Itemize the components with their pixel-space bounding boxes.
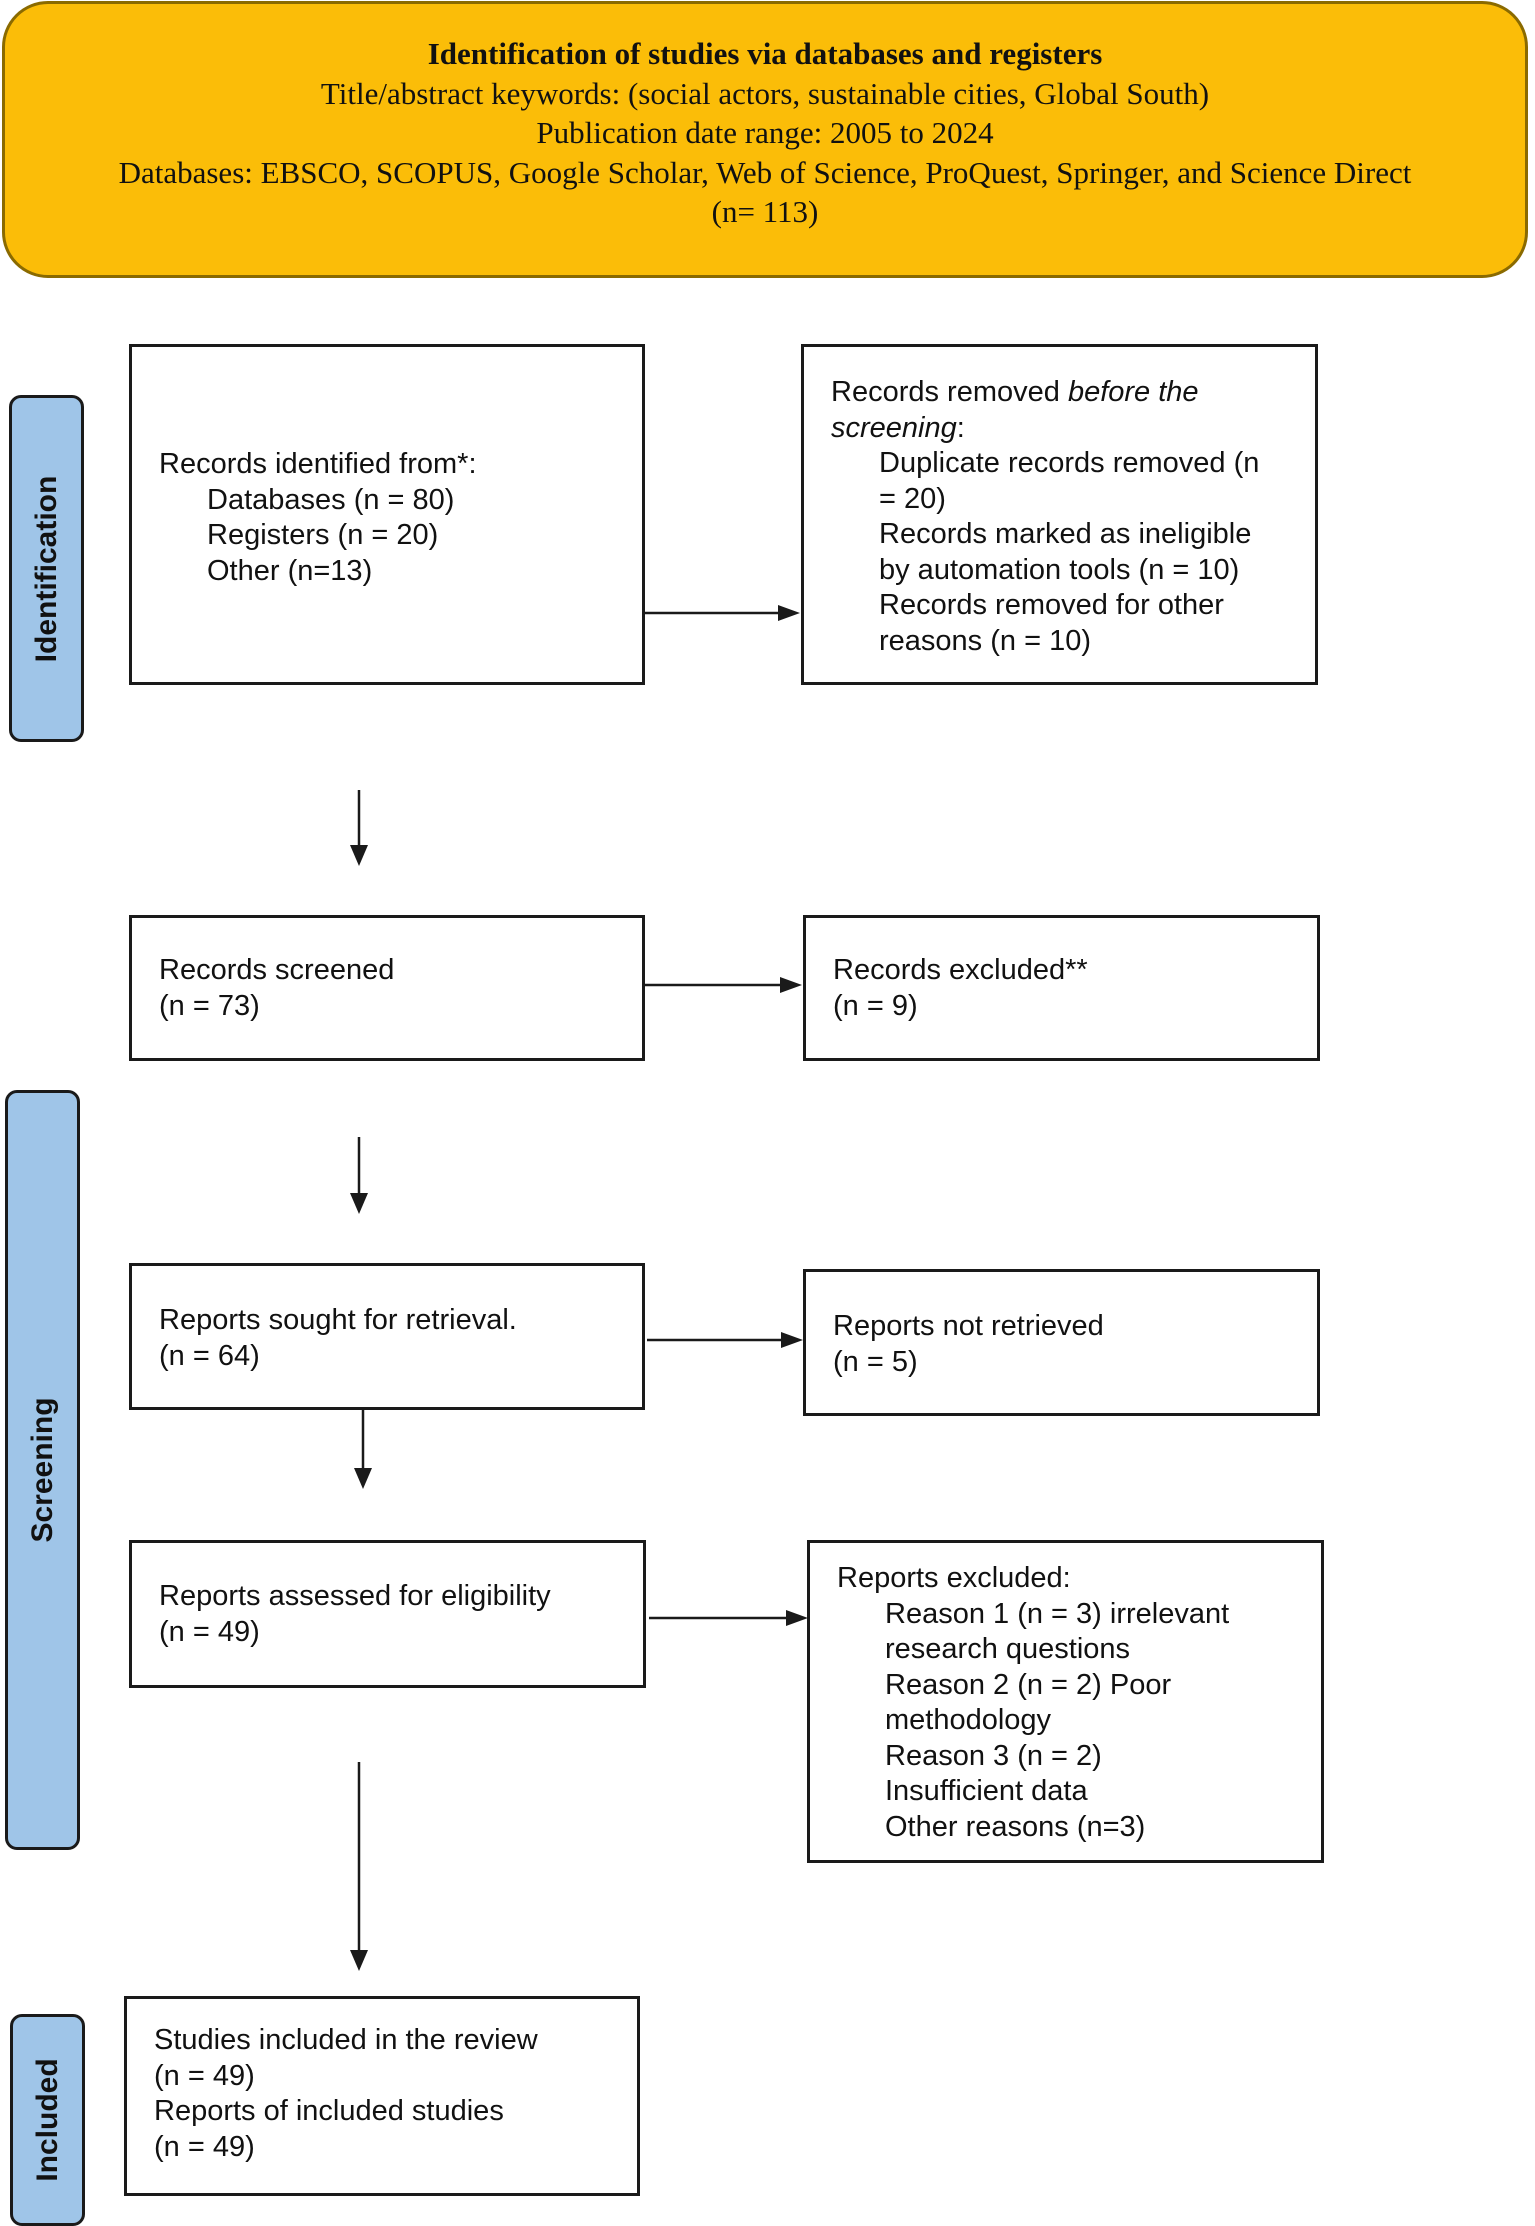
reports-excluded-line: Insufficient data bbox=[885, 1775, 1088, 1807]
prisma-header-box: Identification of studies via databases … bbox=[2, 1, 1528, 278]
header-date-range: Publication date range: 2005 to 2024 bbox=[536, 115, 994, 150]
stage-identification-label: Identification bbox=[29, 475, 63, 662]
arrowhead-right bbox=[780, 977, 802, 993]
records-removed-box: Records removed before the screening: Du… bbox=[801, 344, 1318, 685]
studies-included-count: (n = 49) bbox=[154, 2059, 255, 2092]
records-other: Other (n=13) bbox=[207, 554, 373, 587]
records-identified-box: Records identified from*: Databases (n =… bbox=[129, 344, 645, 685]
reports-excluded-line: Other reasons (n=3) bbox=[885, 1810, 1146, 1843]
records-excluded-label: Records excluded** bbox=[833, 954, 1088, 986]
arrowhead-right bbox=[778, 605, 800, 621]
arrowhead-right bbox=[781, 1332, 803, 1348]
stage-included: Included bbox=[10, 2014, 85, 2226]
records-identified-heading: Records identified from*: bbox=[159, 448, 477, 480]
reports-assessed-count: (n = 49) bbox=[159, 1615, 260, 1648]
reports-excluded-line: research questions bbox=[885, 1633, 1131, 1665]
reports-assessed-box: Reports assessed for eligibility (n = 49… bbox=[129, 1540, 646, 1688]
stage-identification: Identification bbox=[9, 395, 84, 742]
arrowhead-down bbox=[350, 1193, 368, 1214]
reports-sought-box: Reports sought for retrieval. (n = 64) bbox=[129, 1263, 645, 1410]
records-screened-count: (n = 73) bbox=[159, 989, 260, 1022]
records-excluded-box: Records excluded** (n = 9) bbox=[803, 915, 1320, 1061]
reports-assessed-label: Reports assessed for eligibility bbox=[159, 1580, 551, 1612]
arrowhead-down bbox=[350, 1950, 368, 1971]
reports-sought-count: (n = 64) bbox=[159, 1339, 260, 1372]
arrowhead-right bbox=[786, 1610, 808, 1626]
reports-excluded-line: Reason 3 (n = 2) bbox=[885, 1739, 1102, 1772]
removed-line: = 20) bbox=[879, 482, 946, 515]
records-removed-heading-line2: screening: bbox=[831, 411, 965, 444]
reports-excluded-line: Reason 2 (n = 2) Poor bbox=[885, 1668, 1172, 1701]
header-databases: Databases: EBSCO, SCOPUS, Google Scholar… bbox=[118, 154, 1412, 190]
records-databases: Databases (n = 80) bbox=[207, 483, 455, 516]
records-screened-box: Records screened (n = 73) bbox=[129, 915, 645, 1061]
records-screened-label: Records screened bbox=[159, 954, 395, 986]
reports-not-retrieved-label: Reports not retrieved bbox=[833, 1310, 1104, 1342]
reports-excluded-line: Reason 1 (n = 3) irrelevant bbox=[885, 1597, 1230, 1630]
reports-excluded-line: methodology bbox=[885, 1704, 1052, 1736]
removed-line: reasons (n = 10) bbox=[879, 624, 1091, 657]
reports-included-count: (n = 49) bbox=[154, 2130, 255, 2163]
records-removed-heading-line1: Records removed before the bbox=[831, 376, 1199, 408]
arrowhead-down bbox=[354, 1468, 372, 1489]
removed-line: Records removed for other bbox=[879, 589, 1224, 621]
reports-not-retrieved-box: Reports not retrieved (n = 5) bbox=[803, 1269, 1320, 1416]
removed-line: Records marked as ineligible bbox=[879, 518, 1252, 550]
stage-included-label: Included bbox=[30, 2058, 64, 2182]
reports-not-retrieved-count: (n = 5) bbox=[833, 1345, 918, 1378]
reports-excluded-box: Reports excluded: Reason 1 (n = 3) irrel… bbox=[807, 1540, 1324, 1863]
studies-included-label: Studies included in the review bbox=[154, 2024, 538, 2056]
stage-screening: Screening bbox=[5, 1090, 80, 1850]
reports-excluded-heading: Reports excluded: bbox=[837, 1562, 1071, 1594]
studies-included-box: Studies included in the review (n = 49) … bbox=[124, 1996, 640, 2196]
header-count: (n= 113) bbox=[711, 194, 819, 229]
removed-line: Duplicate records removed (n bbox=[879, 447, 1260, 479]
header-keywords: Title/abstract keywords: (social actors,… bbox=[320, 75, 1210, 111]
removed-line: by automation tools (n = 10) bbox=[879, 553, 1240, 586]
records-registers: Registers (n = 20) bbox=[207, 519, 439, 551]
arrowhead-down bbox=[350, 845, 368, 866]
records-excluded-count: (n = 9) bbox=[833, 989, 918, 1022]
reports-included-label: Reports of included studies bbox=[154, 2095, 504, 2127]
header-title: Identification of studies via databases … bbox=[427, 36, 1103, 71]
stage-screening-label: Screening bbox=[25, 1397, 59, 1543]
reports-sought-label: Reports sought for retrieval. bbox=[159, 1304, 517, 1336]
